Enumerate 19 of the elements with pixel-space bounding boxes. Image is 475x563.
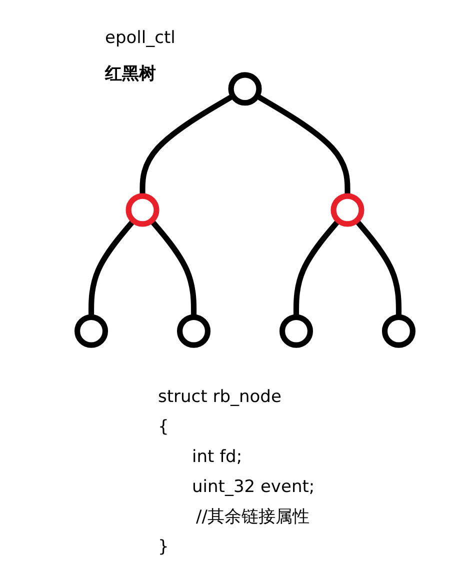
node-circle [228, 72, 262, 106]
node-circle [330, 193, 364, 227]
code-line: int fd; [192, 446, 244, 469]
code-line: //其余链接属性 [196, 506, 310, 529]
node-circle [74, 314, 108, 348]
node-circle [126, 193, 160, 227]
code-line: { [158, 416, 170, 439]
code-line: struct rb_node [158, 386, 282, 409]
connector [88, 218, 136, 318]
code-line: uint_32 event; [192, 476, 315, 499]
node-circle [279, 314, 313, 348]
subheading-text: 红黑树 [105, 63, 157, 85]
node-circle [382, 314, 416, 348]
heading-text: epoll_ctl [105, 28, 176, 48]
connector [354, 218, 402, 318]
node-circle [177, 314, 211, 348]
connector [293, 218, 341, 318]
connector [149, 218, 197, 318]
code-line: } [158, 536, 170, 559]
